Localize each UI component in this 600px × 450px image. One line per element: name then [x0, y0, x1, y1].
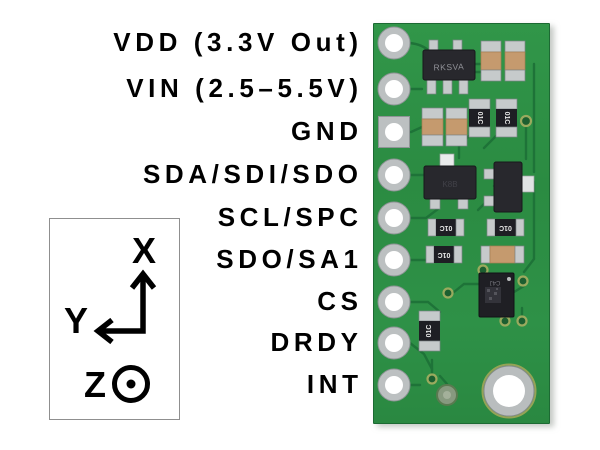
pin-hole-drdy	[377, 326, 411, 360]
pin-label-vin: VIN (2.5–5.5V)	[126, 73, 363, 103]
resistor-marking: 01C	[476, 112, 483, 125]
resistor: 01C	[495, 98, 518, 138]
resistor: 01C	[418, 310, 441, 352]
pin-label-vdd: VDD (3.3V Out)	[113, 27, 363, 57]
sensor-marking: C4J	[490, 279, 501, 285]
pin-hole-sda	[377, 158, 411, 192]
resistor-marking: 01C	[440, 224, 453, 231]
x-axis-arrow-icon	[129, 269, 157, 290]
z-out-of-page-icon	[112, 365, 150, 403]
pcb-board: RKSVA	[373, 23, 550, 424]
pcb-artwork: RKSVA	[377, 26, 537, 419]
pin-label-int: INT	[306, 369, 363, 399]
pin-hole-vin	[377, 72, 411, 106]
mounting-hole	[481, 363, 537, 419]
pin-label-cs: CS	[317, 286, 363, 316]
pin-label-gnd: GND	[291, 116, 363, 146]
pin1-dot	[507, 277, 511, 281]
pin-hole-sdo	[377, 243, 411, 277]
capacitor	[421, 107, 444, 147]
pin-hole-vdd	[377, 26, 411, 60]
sensor-chip: C4J	[478, 272, 515, 318]
resistor-marking: 01C	[499, 224, 512, 231]
pin-label-sda: SDA/SDI/SDO	[142, 159, 363, 189]
resistor: 01C	[486, 218, 525, 237]
pin-hole-int	[377, 368, 411, 402]
capacitor	[445, 107, 468, 147]
capacitor	[504, 40, 526, 82]
pin-label-drdy: DRDY	[270, 327, 363, 357]
tented-via-center	[443, 391, 451, 399]
vias	[426, 114, 533, 406]
y-axis-arrow-icon	[93, 317, 114, 345]
axis-elbow-line	[100, 276, 146, 334]
pin-hole-scl	[377, 201, 411, 235]
capacitor	[480, 40, 502, 82]
transistor-chip: K8B	[423, 153, 477, 210]
axis-orientation-box: X Y Z	[49, 218, 180, 420]
pin-label-sdo: SDO/SA1	[216, 244, 363, 274]
transistor-chip	[483, 161, 535, 213]
pin-hole-gnd	[378, 116, 410, 148]
resistor-marking: 01C	[438, 251, 451, 258]
regulator-marking: RKSVA	[433, 61, 464, 72]
resistor: 01C	[425, 245, 463, 264]
x-axis-label: X	[132, 230, 156, 271]
resistor-marking: 01C	[426, 325, 433, 338]
y-axis-label: Y	[64, 300, 88, 341]
pin-label-scl: SCL/SPC	[217, 202, 363, 232]
pin-holes	[377, 26, 411, 402]
resistor-marking: 01C	[503, 112, 510, 125]
z-axis-label: Z	[84, 364, 106, 405]
regulator-chip: RKSVA	[422, 39, 476, 95]
transistor-marking: K8B	[442, 180, 457, 189]
resistor: 01C	[468, 98, 491, 138]
pin-hole-cs	[377, 285, 411, 319]
axis-diagram: X Y Z	[64, 230, 157, 405]
resistor: 01C	[427, 218, 465, 237]
capacitor	[480, 245, 525, 264]
